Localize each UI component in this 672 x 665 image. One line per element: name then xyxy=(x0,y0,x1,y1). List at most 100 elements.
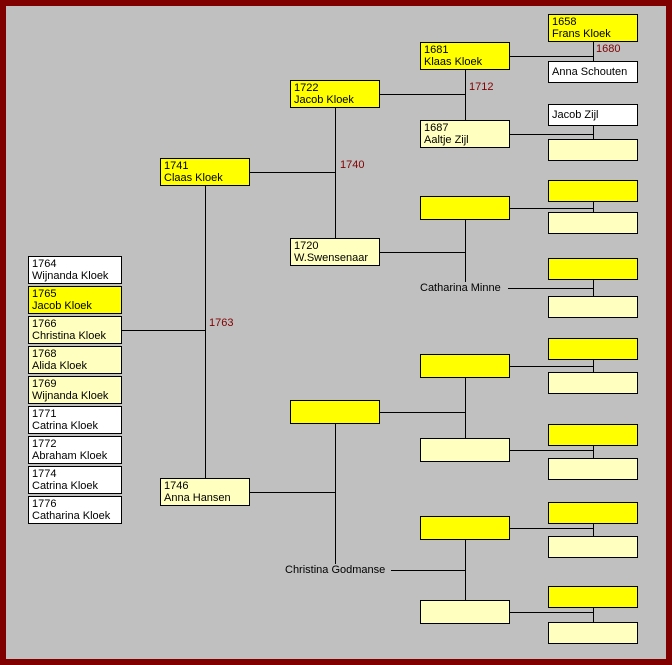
marriage-line-gen5-pair5 xyxy=(593,360,594,372)
person-name: Jacob Zijl xyxy=(552,109,599,121)
person-box-blank-gen5-2[interactable] xyxy=(548,180,638,202)
person-box-blank-gen4-4[interactable] xyxy=(420,516,510,540)
person-name: Abraham Kloek xyxy=(32,450,108,462)
person-box-blank-gen5-13[interactable] xyxy=(548,622,638,644)
connector-gen4-blank2-to-parents xyxy=(510,366,593,367)
person-year: 1681 xyxy=(424,44,449,56)
person-box-blank-gen5-10[interactable] xyxy=(548,502,638,524)
person-box-blank-gen5-9[interactable] xyxy=(548,458,638,480)
connector-gen3-blank-to-parents xyxy=(380,412,465,413)
person-name: Aaltje Zijl xyxy=(424,134,469,146)
marriage-line-frans-schouten xyxy=(593,42,594,61)
person-label-catharina-minne[interactable]: Catharina Minne xyxy=(420,282,501,294)
child-box-1768-alida-kloek[interactable]: 1768 Alida Kloek xyxy=(28,346,122,374)
person-box-blank-gen5-11[interactable] xyxy=(548,536,638,558)
marriage-line-gen5-pair4 xyxy=(593,280,594,296)
person-year: 1658 xyxy=(552,16,577,28)
marriage-line-gen4-pair4 xyxy=(465,540,466,600)
connector-gen4-blank3-to-parents xyxy=(510,450,593,451)
person-name: Anna Hansen xyxy=(164,492,231,504)
person-year: 1764 xyxy=(32,258,57,270)
person-box-blank-gen4-2[interactable] xyxy=(420,354,510,378)
person-box-blank-gen5-3[interactable] xyxy=(548,212,638,234)
marriage-year-1763: 1763 xyxy=(209,317,234,329)
person-name: Anna Schouten xyxy=(552,66,628,78)
child-box-1766-christina-kloek[interactable]: 1766 Christina Kloek xyxy=(28,316,122,344)
marriage-line-zijl-pair xyxy=(593,126,594,139)
marriage-year-1712: 1712 xyxy=(469,81,494,93)
child-box-1776-catharina-kloek[interactable]: 1776 Catharina Kloek xyxy=(28,496,122,524)
person-box-blank-gen5-12[interactable] xyxy=(548,586,638,608)
person-box-blank-gen5-6[interactable] xyxy=(548,338,638,360)
marriage-year-1740: 1740 xyxy=(340,159,365,171)
child-box-1764-wijnanda-kloek[interactable]: 1764 Wijnanda Kloek xyxy=(28,256,122,284)
person-box-anna-schouten[interactable]: Anna Schouten xyxy=(548,61,638,83)
marriage-year-1680: 1680 xyxy=(596,43,621,55)
child-box-1774-catrina-kloek[interactable]: 1774 Catrina Kloek xyxy=(28,466,122,494)
marriage-line-gen4-pair3 xyxy=(465,378,466,438)
person-year: 1720 xyxy=(294,240,319,252)
person-name: Catrina Kloek xyxy=(32,480,99,492)
person-label-christina-godmanse[interactable]: Christina Godmanse xyxy=(285,564,386,576)
person-year: 1774 xyxy=(32,468,57,480)
connector-godmanse-to-parents xyxy=(391,570,465,571)
child-box-1765-jacob-kloek[interactable]: 1765 Jacob Kloek xyxy=(28,286,122,314)
marriage-line-blank-godmanse xyxy=(335,424,336,564)
person-box-blank-gen4-5[interactable] xyxy=(420,600,510,624)
person-year: 1687 xyxy=(424,122,449,134)
connector-gen4-blank5-to-parents xyxy=(510,612,593,613)
marriage-line-gen5-pair7 xyxy=(593,524,594,536)
person-box-blank-gen5-1[interactable] xyxy=(548,139,638,161)
marriage-line-claas-anna xyxy=(205,186,206,478)
person-year: 1766 xyxy=(32,318,57,330)
person-box-blank-gen5-8[interactable] xyxy=(548,424,638,446)
marriage-line-gen5-pair3 xyxy=(593,202,594,212)
person-box-w-swensenaar[interactable]: 1720 W.Swensenaar xyxy=(290,238,380,266)
child-box-1771-catrina-kloek[interactable]: 1771 Catrina Kloek xyxy=(28,406,122,434)
person-box-blank-gen5-5[interactable] xyxy=(548,296,638,318)
person-year: 1722 xyxy=(294,82,319,94)
person-name: Christina Kloek xyxy=(32,330,106,342)
connector-jacob-to-parents xyxy=(380,94,465,95)
person-year: 1765 xyxy=(32,288,57,300)
person-year: 1768 xyxy=(32,348,57,360)
person-name: Klaas Kloek xyxy=(424,56,483,68)
child-box-1769-wijnanda-kloek[interactable]: 1769 Wijnanda Kloek xyxy=(28,376,122,404)
person-name: Wijnanda Kloek xyxy=(32,270,109,282)
person-box-anna-hansen[interactable]: 1746 Anna Hansen xyxy=(160,478,250,506)
connector-gen4-blank1-to-parents xyxy=(510,208,593,209)
person-name: W.Swensenaar xyxy=(294,252,368,264)
connector-gen4-blank4-to-parents xyxy=(510,528,593,529)
person-year: 1772 xyxy=(32,438,57,450)
person-name: Alida Kloek xyxy=(32,360,88,372)
person-box-jacob-kloek[interactable]: 1722 Jacob Kloek xyxy=(290,80,380,108)
person-box-frans-kloek[interactable]: 1658 Frans Kloek xyxy=(548,14,638,42)
person-name: Frans Kloek xyxy=(552,28,611,40)
person-year: 1776 xyxy=(32,498,57,510)
connector-claas-to-parents xyxy=(250,172,335,173)
marriage-line-blank-minne xyxy=(465,220,466,282)
connector-anna-to-parents xyxy=(250,492,335,493)
person-box-jacob-zijl[interactable]: Jacob Zijl xyxy=(548,104,638,126)
connector-klaas-to-parents xyxy=(510,56,593,57)
person-box-blank-gen4-1[interactable] xyxy=(420,196,510,220)
person-year: 1771 xyxy=(32,408,57,420)
person-name: Catrina Kloek xyxy=(32,420,99,432)
person-box-blank-gen4-3[interactable] xyxy=(420,438,510,462)
person-name: Jacob Kloek xyxy=(294,94,354,106)
person-year: 1769 xyxy=(32,378,57,390)
child-box-1772-abraham-kloek[interactable]: 1772 Abraham Kloek xyxy=(28,436,122,464)
person-box-aaltje-zijl[interactable]: 1687 Aaltje Zijl xyxy=(420,120,510,148)
person-box-blank-gen3-father[interactable] xyxy=(290,400,380,424)
marriage-line-jacob-swensenaar xyxy=(335,108,336,238)
person-box-claas-kloek[interactable]: 1741 Claas Kloek xyxy=(160,158,250,186)
connector-swensenaar-to-parents xyxy=(380,252,465,253)
sibling-connector-line xyxy=(122,330,205,331)
connector-aaltje-to-parents xyxy=(510,134,593,135)
person-box-blank-gen5-4[interactable] xyxy=(548,258,638,280)
connector-minne-to-parents xyxy=(508,288,593,289)
person-name: Wijnanda Kloek xyxy=(32,390,109,402)
person-box-klaas-kloek[interactable]: 1681 Klaas Kloek xyxy=(420,42,510,70)
person-box-blank-gen5-7[interactable] xyxy=(548,372,638,394)
